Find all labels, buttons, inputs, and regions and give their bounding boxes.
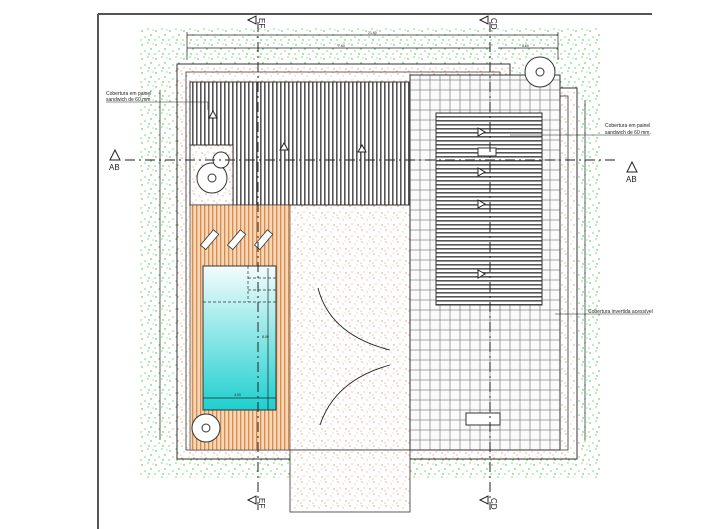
sandwich-roof-right <box>435 112 543 306</box>
dimension-left: 7.60 <box>338 44 345 48</box>
section-label-ef-bottom: EF <box>257 498 266 508</box>
roof-left-label-line2: sandwich de 60 mm <box>106 97 150 103</box>
section-label-cd-bottom: CD <box>489 498 498 510</box>
skylight <box>477 147 497 157</box>
dimension-pool-length: 8.00 <box>262 335 269 339</box>
pool-steps <box>203 266 276 303</box>
section-label-ef-top: EF <box>257 18 266 28</box>
skylight <box>465 412 501 426</box>
section-label-cd-top: CD <box>489 18 498 30</box>
slope-arrows <box>208 109 487 279</box>
accessible-roof-label: Cobertura invertida acessível <box>588 309 653 315</box>
entrance-path <box>289 449 411 513</box>
roof-right-label-line1: Cobertura em painel <box>605 123 650 129</box>
section-markers <box>109 15 638 505</box>
dimension-right: 5.60 <box>522 44 529 48</box>
section-label-ab-left: AB <box>109 163 120 172</box>
sun-loungers <box>199 229 274 251</box>
section-label-ab-right: AB <box>626 175 637 184</box>
dimension-pool-width: 4.00 <box>234 393 241 397</box>
door-swing <box>317 287 391 426</box>
roof-right-label-line2: sandwich de 60 mm. <box>605 130 651 136</box>
dimension-total: 21.60 <box>368 31 377 35</box>
roof-left-label-line1: Cobertura em painel <box>106 91 151 97</box>
